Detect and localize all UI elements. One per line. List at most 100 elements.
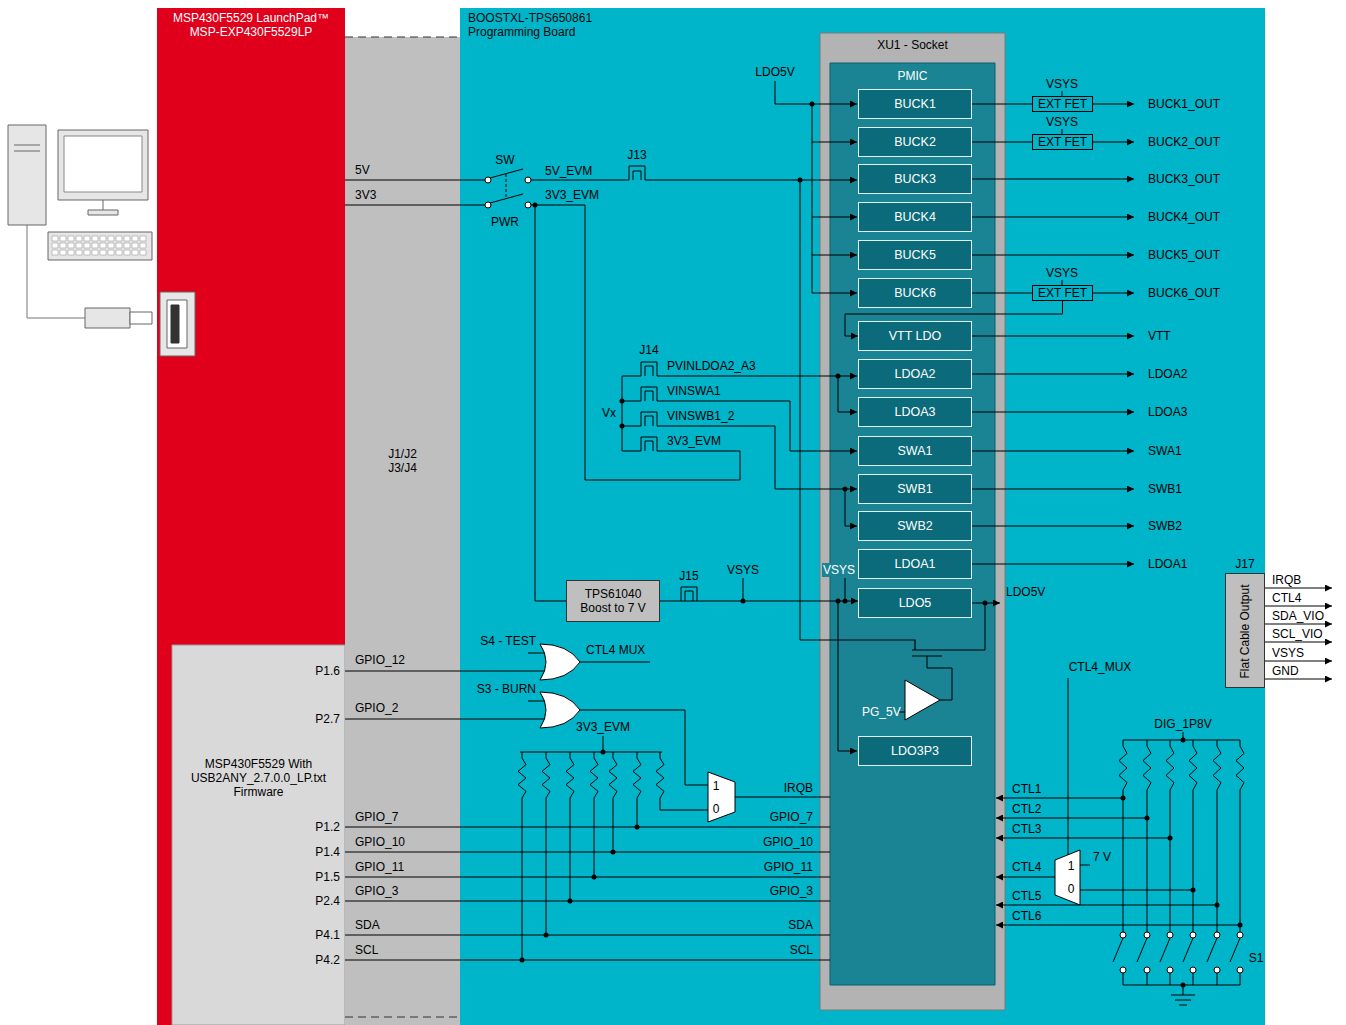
resistor-symbol xyxy=(1236,746,1244,790)
mcu-block: MSP430F5529 With USB2ANY_2.7.0.0_LP.txt … xyxy=(172,645,345,1025)
wire xyxy=(637,798,638,827)
signal-label: BUCK6_OUT xyxy=(1148,286,1220,300)
signal-label: GPIO_2 xyxy=(355,701,398,715)
signal-label: VTT xyxy=(1148,329,1171,343)
switch-contact xyxy=(1144,932,1150,938)
signal-label: 3V3_EVM xyxy=(545,188,599,202)
jumper-symbol xyxy=(629,166,645,180)
wire xyxy=(1193,973,1194,985)
box-label: BUCK3 xyxy=(894,172,936,186)
wire xyxy=(1217,973,1218,985)
signal-label: VINSWB1_2 xyxy=(667,409,734,423)
signal-label: VSYS xyxy=(727,563,759,577)
programming-board: BOOSTXL-TPS650861 Programming BoardXU1 -… xyxy=(460,8,1265,1025)
mcu-block-fill xyxy=(172,645,345,1025)
signal-label: S1 xyxy=(1249,951,1264,965)
wire xyxy=(1170,973,1171,985)
signal-label: PWR xyxy=(491,215,519,229)
regulator-block: BUCK4 xyxy=(858,202,972,232)
computer-illustration xyxy=(8,125,46,225)
ext-fet-box: EXT FET xyxy=(1032,134,1093,150)
signal-label: 7 V xyxy=(1093,850,1111,864)
wire xyxy=(1147,973,1148,985)
box-label: BUCK1 xyxy=(894,97,936,111)
signal-label: S4 - TEST xyxy=(480,634,536,648)
keyboard-key xyxy=(140,236,146,241)
switch-contact xyxy=(1190,932,1196,938)
wire xyxy=(743,578,744,601)
wire xyxy=(1068,678,1069,855)
box-label: VTT LDO xyxy=(889,329,942,343)
regulator-block: BUCK6 xyxy=(858,278,972,308)
wire xyxy=(1240,973,1241,985)
switch-link xyxy=(506,174,507,199)
signal-label: SWA1 xyxy=(1148,444,1182,458)
junction-dot xyxy=(1181,983,1186,988)
signal-label: BUCK3_OUT xyxy=(1148,172,1220,186)
box-label: J1/J2 J3/J4 xyxy=(381,447,425,475)
regulator-block: SWB2 xyxy=(858,511,972,541)
wire xyxy=(594,752,595,758)
wire xyxy=(345,719,544,720)
wire xyxy=(1123,973,1124,985)
signal-label: SWB1 xyxy=(1148,482,1182,496)
wire xyxy=(580,662,650,663)
signal-label: CTL2 xyxy=(1012,802,1041,816)
wire xyxy=(972,179,1134,180)
pmic-block: PMICBUCK1BUCK2BUCK3BUCK4BUCK5BUCK6VTT LD… xyxy=(830,63,995,985)
resistor-symbol xyxy=(656,758,664,798)
ground-symbol xyxy=(1171,995,1195,1005)
signal-label: CTL1 xyxy=(1012,782,1041,796)
wire xyxy=(812,255,857,256)
wire xyxy=(972,489,1134,490)
wire xyxy=(1147,740,1148,932)
or-gate xyxy=(540,644,580,680)
box-label: SWA1 xyxy=(898,444,933,458)
keyboard-key xyxy=(116,250,122,255)
keyboard-key xyxy=(100,236,106,241)
signal-label: DIG_1P8V xyxy=(1154,717,1211,731)
socket: XU1 - SocketPMICBUCK1BUCK2BUCK3BUCK4BUCK… xyxy=(820,33,1005,1010)
wire xyxy=(546,798,547,935)
box-label: XU1 - Socket xyxy=(828,38,998,52)
signal-label: VSYS xyxy=(1046,266,1078,280)
signal-label: VINSWA1 xyxy=(667,384,721,398)
wire xyxy=(622,426,641,427)
wire xyxy=(657,376,857,377)
keyboard-key xyxy=(60,250,66,255)
jumper-symbol xyxy=(681,587,697,601)
usb-port xyxy=(160,292,195,356)
box-label: MSP430F5529 With USB2ANY_2.7.0.0_LP.txt … xyxy=(184,757,334,799)
signal-label: LDOA3 xyxy=(1148,405,1187,419)
wire xyxy=(775,81,857,104)
signal-label: CTL6 xyxy=(1012,909,1041,923)
computer-illustration xyxy=(103,200,104,210)
box-label: EXT FET xyxy=(1038,97,1087,111)
keyboard-key xyxy=(140,250,146,255)
wire xyxy=(1193,740,1194,932)
regulator-block: SWB1 xyxy=(858,474,972,504)
regulator-block: LDO3P3 xyxy=(858,736,972,766)
switch-blade xyxy=(1207,938,1217,962)
usb-port xyxy=(171,305,179,343)
switch-contact xyxy=(1237,932,1243,938)
signal-label: VSYS xyxy=(1046,115,1078,129)
regulator-block: LDOA1 xyxy=(858,549,972,579)
keyboard-key xyxy=(76,250,82,255)
connector xyxy=(972,104,1032,105)
cable-connector: J17Flat Cable Output xyxy=(1225,573,1265,688)
keyboard-key xyxy=(84,250,90,255)
signal-label: CTL4 xyxy=(1272,591,1301,605)
wire xyxy=(972,451,1134,452)
keyboard-key xyxy=(60,243,66,248)
wire xyxy=(1080,890,1193,891)
resistor-symbol xyxy=(609,758,617,798)
junction-dot xyxy=(620,424,625,429)
signal-label: VSYS xyxy=(1272,646,1304,660)
switch-contact xyxy=(525,177,531,183)
keyboard-key xyxy=(52,236,58,241)
fet-symbol xyxy=(905,640,942,656)
jumper-symbol xyxy=(641,437,657,451)
signal-label: CTL5 xyxy=(1012,889,1041,903)
signal-label: GPIO_7 xyxy=(770,810,813,824)
